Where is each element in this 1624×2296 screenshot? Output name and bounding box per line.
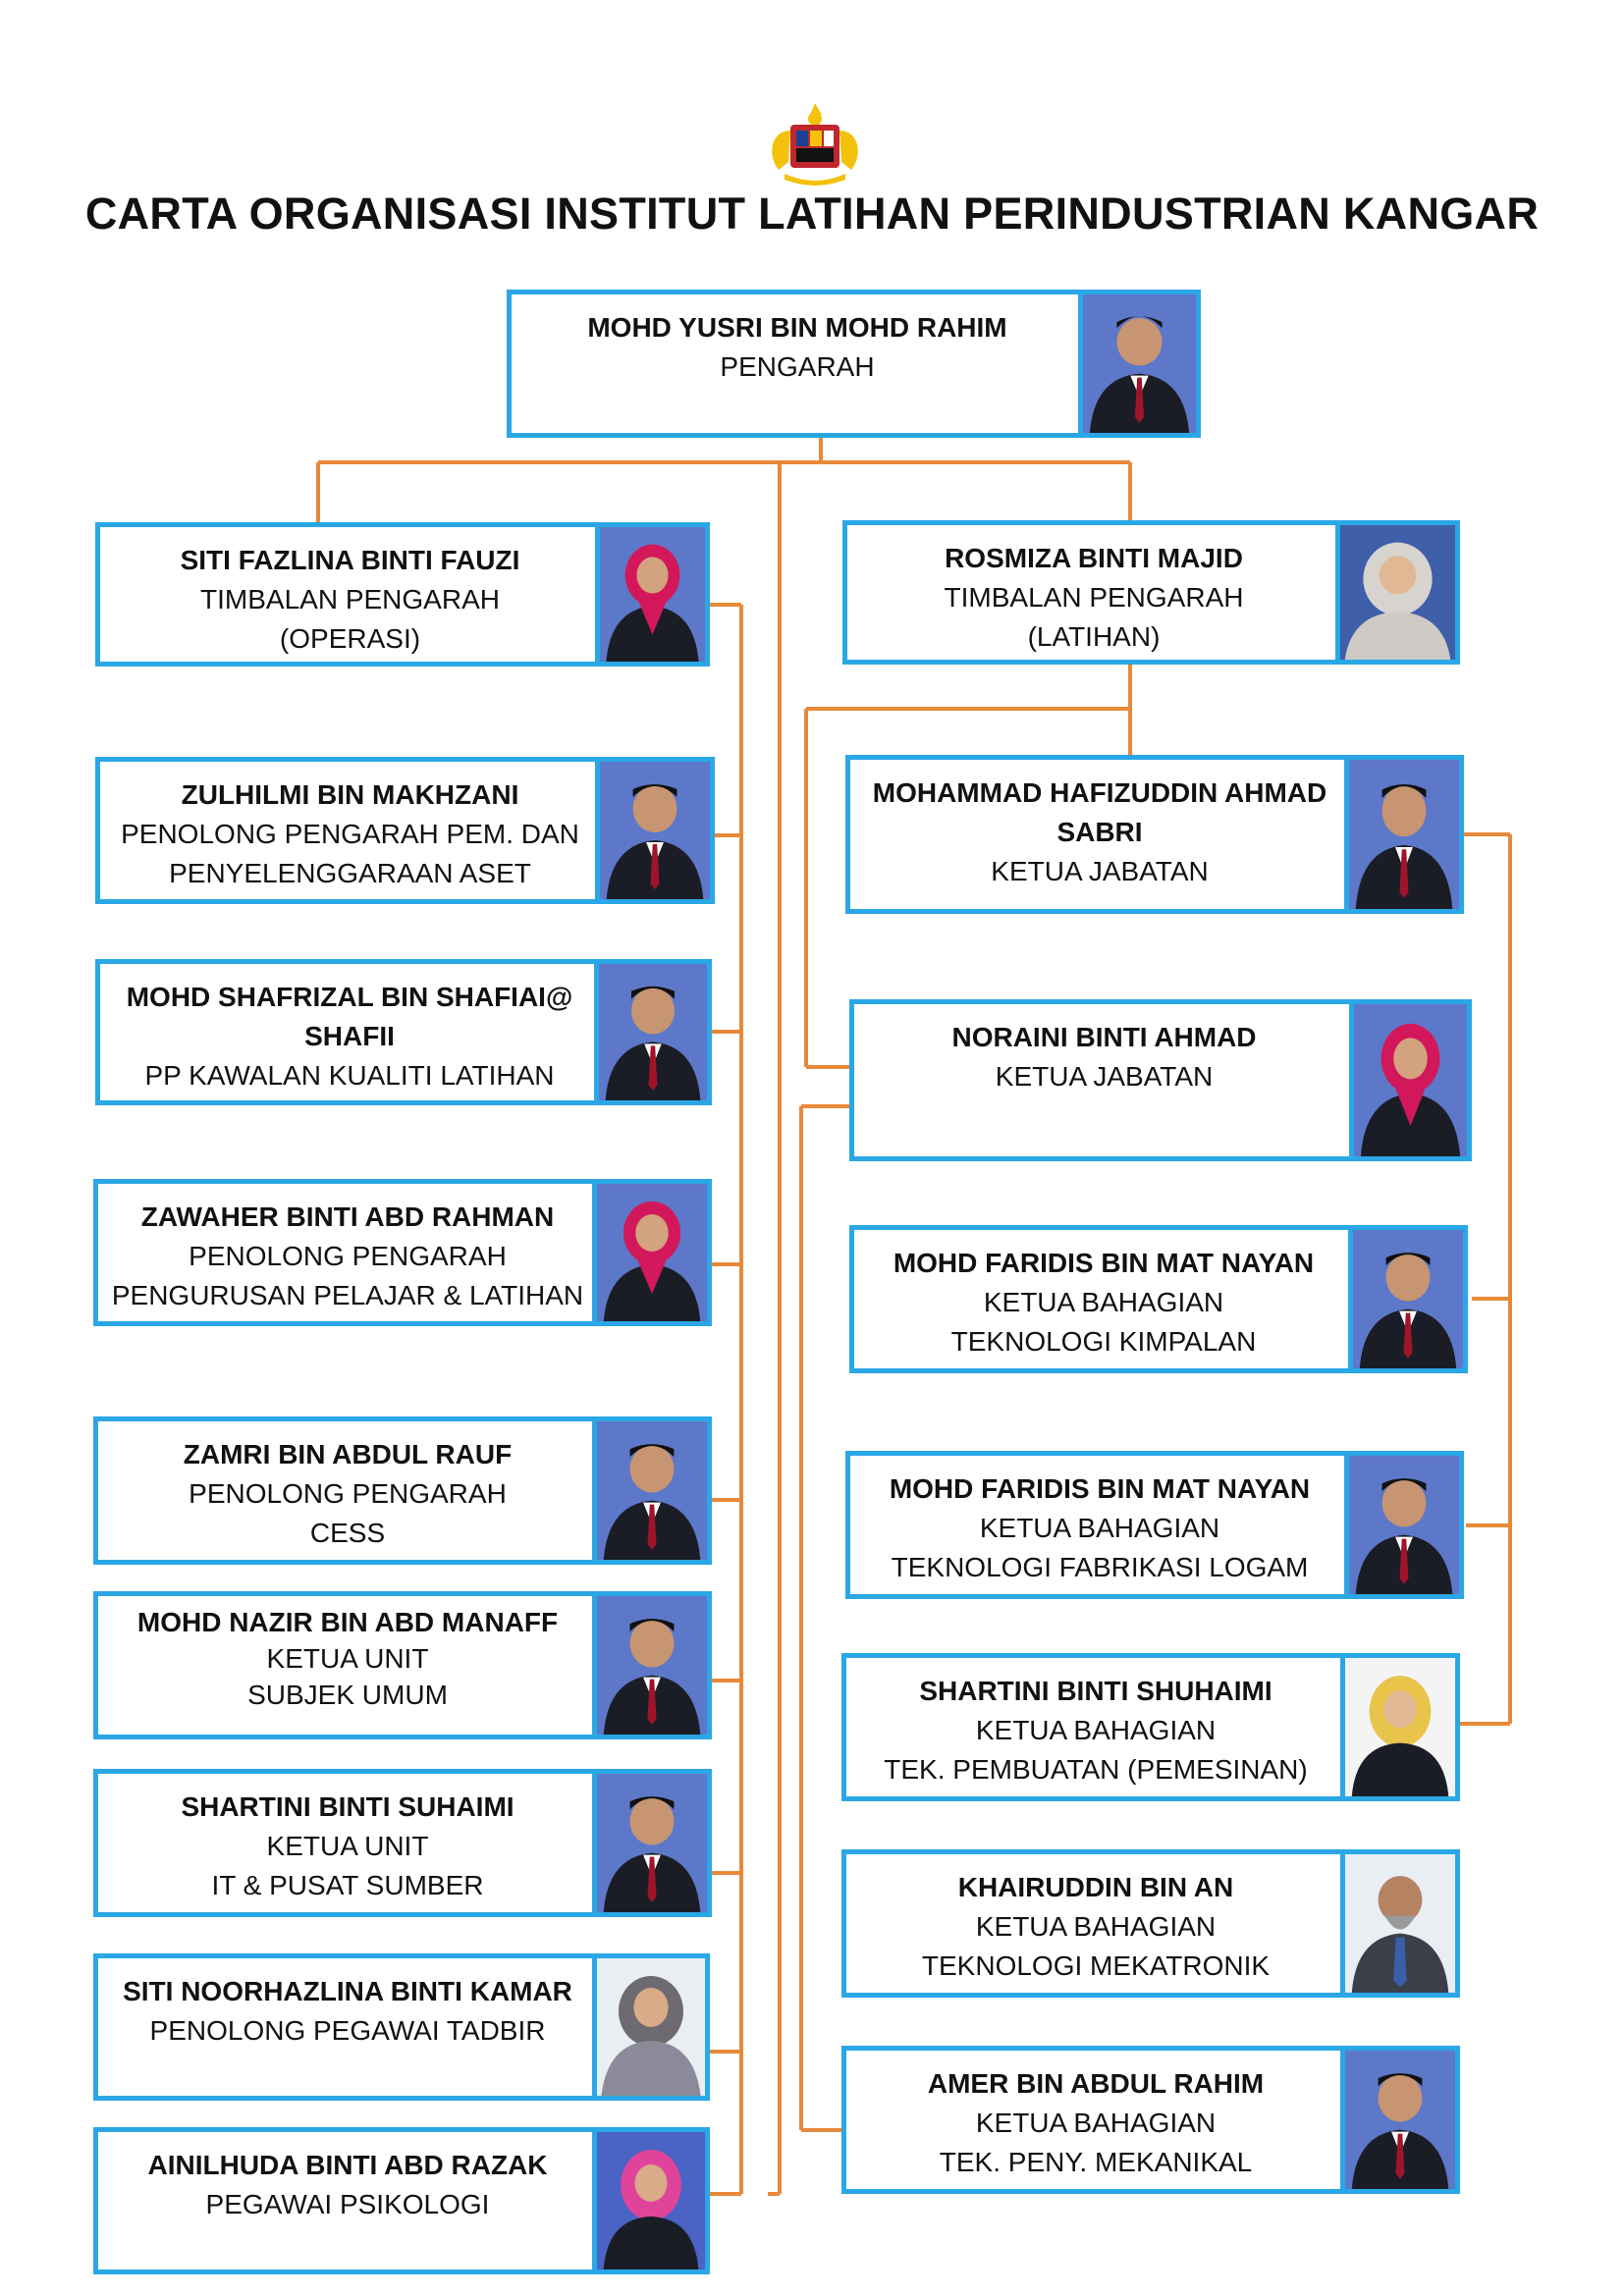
person-name: SITI NOORHAZLINA BINTI KAMAR: [123, 1976, 572, 2006]
person-role: CESS: [309, 1518, 386, 1548]
portrait-photo: [1340, 1854, 1455, 1993]
person-role: TEKNOLOGI FABRIKASI LOGAM: [891, 1552, 1309, 1582]
card-right-5: MOHD FARIDIS BIN MAT NAYAN KETUA BAHAGIA…: [845, 1451, 1464, 1599]
person-role: TIMBALAN PENGARAH: [944, 582, 1244, 613]
person-name: SITI FAZLINA BINTI FAUZI: [180, 545, 520, 575]
card-left-9: AINILHUDA BINTI ABD RAZAK PEGAWAI PSIKOL…: [93, 2127, 710, 2274]
card-right-7: KHAIRUDDIN BIN AN KETUA BAHAGIAN TEKNOLO…: [841, 1849, 1460, 1998]
card-left-7: SHARTINI BINTI SUHAIMI KETUA UNIT IT & P…: [93, 1769, 712, 1917]
portrait-photo: [1348, 1230, 1463, 1368]
portrait-photo: [592, 1774, 707, 1912]
person-name: ZAWAHER BINTI ABD RAHMAN: [140, 1201, 555, 1232]
person-role: KETUA BAHAGIAN: [983, 1287, 1224, 1317]
person-name: SHARTINI BINTI SUHAIMI: [181, 1791, 514, 1822]
person-name: NORAINI BINTI AHMAD: [951, 1022, 1257, 1052]
portrait-photo: [1335, 525, 1455, 660]
person-role: (LATIHAN): [1027, 621, 1161, 652]
card-right-3: NORAINI BINTI AHMAD KETUA JABATAN: [849, 999, 1472, 1161]
person-role: PENOLONG PEGAWAI TADBIR: [149, 2015, 546, 2046]
portrait-photo: [1349, 1004, 1467, 1156]
person-role: TEK. PEMBUATAN (PEMESINAN): [884, 1754, 1308, 1785]
person-role: (OPERASI): [279, 623, 421, 654]
portrait-photo: [1344, 760, 1459, 909]
person-name: MOHD NAZIR BIN ABD MANAFF: [136, 1607, 559, 1637]
card-left-2: ZULHILMI BIN MAKHZANI PENOLONG PENGARAH …: [95, 757, 715, 904]
person-role: KETUA UNIT: [266, 1643, 429, 1674]
person-name: ZAMRI BIN ABDUL RAUF: [183, 1439, 513, 1469]
person-role: PENGURUSAN PELAJAR & LATIHAN: [111, 1280, 584, 1310]
person-role: KETUA BAHAGIAN: [975, 2108, 1217, 2138]
card-right-4: MOHD FARIDIS BIN MAT NAYAN KETUA BAHAGIA…: [849, 1225, 1468, 1373]
person-role: KETUA BAHAGIAN: [975, 1911, 1217, 1942]
person-name: AMER BIN ABDUL RAHIM: [927, 2068, 1265, 2099]
person-role: KETUA UNIT: [266, 1831, 429, 1861]
person-role: TEKNOLOGI MEKATRONIK: [921, 1950, 1271, 1981]
person-role: PENYELENGGARAAN ASET: [169, 858, 531, 888]
portrait-photo: [595, 527, 705, 662]
portrait-photo: [592, 1421, 707, 1560]
person-role: PENOLONG PENGARAH: [189, 1241, 507, 1271]
malaysia-crest-icon: [761, 101, 869, 189]
person-role: PENGARAH: [720, 351, 875, 382]
person-name: MOHD YUSRI BIN MOHD RAHIM: [587, 312, 1007, 343]
card-left-8: SITI NOORHAZLINA BINTI KAMAR PENOLONG PE…: [93, 1953, 710, 2101]
person-name: SHARTINI BINTI SHUHAIMI: [919, 1676, 1272, 1706]
card-left-5: ZAMRI BIN ABDUL RAUF PENOLONG PENGARAH C…: [93, 1416, 712, 1565]
person-name: ZULHILMI BIN MAKHZANI: [181, 779, 519, 810]
chart-title: CARTA ORGANISASI INSTITUT LATIHAN PERIND…: [84, 188, 1540, 239]
portrait-photo: [1344, 1456, 1459, 1594]
person-role: TEKNOLOGI KIMPALAN: [950, 1326, 1257, 1357]
card-left-6: MOHD NAZIR BIN ABD MANAFF KETUA UNIT SUB…: [93, 1591, 712, 1739]
person-role: SUBJEK UMUM: [247, 1680, 448, 1710]
person-role: TIMBALAN PENGARAH: [200, 584, 500, 614]
card-director: MOHD YUSRI BIN MOHD RAHIM PENGARAH: [507, 290, 1201, 438]
person-name: MOHD SHAFRIZAL BIN SHAFIAI@ SHAFII: [126, 982, 573, 1051]
portrait-photo: [592, 2132, 705, 2269]
card-right-6: SHARTINI BINTI SHUHAIMI KETUA BAHAGIAN T…: [841, 1653, 1460, 1801]
person-name: MOHD FARIDIS BIN MAT NAYAN: [893, 1248, 1315, 1278]
person-role: TEK. PENY. MEKANIKAL: [939, 2147, 1253, 2177]
portrait-photo: [592, 1184, 707, 1321]
person-name: MOHD FARIDIS BIN MAT NAYAN: [889, 1473, 1311, 1504]
person-name: KHAIRUDDIN BIN AN: [957, 1872, 1234, 1902]
person-name: MOHAMMAD HAFIZUDDIN AHMAD SABRI: [872, 777, 1327, 847]
person-role: KETUA BAHAGIAN: [975, 1715, 1217, 1745]
portrait-photo: [594, 964, 707, 1100]
card-right-1: ROSMIZA BINTI MAJID TIMBALAN PENGARAH (L…: [842, 520, 1460, 665]
person-role: PENOLONG PENGARAH PEM. DAN: [121, 819, 579, 849]
portrait-photo: [592, 1958, 705, 2096]
person-role: KETUA JABATAN: [995, 1061, 1214, 1092]
portrait-photo: [1340, 2051, 1455, 2189]
card-left-1: SITI FAZLINA BINTI FAUZI TIMBALAN PENGAR…: [95, 522, 710, 667]
person-name: ROSMIZA BINTI MAJID: [945, 543, 1243, 573]
card-right-2: MOHAMMAD HAFIZUDDIN AHMAD SABRI KETUA JA…: [845, 755, 1464, 914]
person-role: PP KAWALAN KUALITI LATIHAN: [144, 1060, 555, 1091]
person-role: IT & PUSAT SUMBER: [211, 1870, 484, 1900]
portrait-photo: [592, 1596, 707, 1735]
director-photo: [1078, 294, 1196, 433]
portrait-photo: [1340, 1658, 1455, 1796]
person-role: KETUA JABATAN: [991, 856, 1209, 886]
person-role: KETUA BAHAGIAN: [979, 1513, 1220, 1543]
card-right-8: AMER BIN ABDUL RAHIM KETUA BAHAGIAN TEK.…: [841, 2046, 1460, 2194]
person-role: PENOLONG PENGARAH: [189, 1478, 507, 1509]
card-left-4: ZAWAHER BINTI ABD RAHMAN PENOLONG PENGAR…: [93, 1179, 712, 1326]
person-role: PEGAWAI PSIKOLOGI: [205, 2189, 490, 2219]
card-left-3: MOHD SHAFRIZAL BIN SHAFIAI@ SHAFII PP KA…: [95, 959, 712, 1105]
portrait-photo: [595, 762, 710, 899]
person-name: AINILHUDA BINTI ABD RAZAK: [147, 2150, 548, 2180]
